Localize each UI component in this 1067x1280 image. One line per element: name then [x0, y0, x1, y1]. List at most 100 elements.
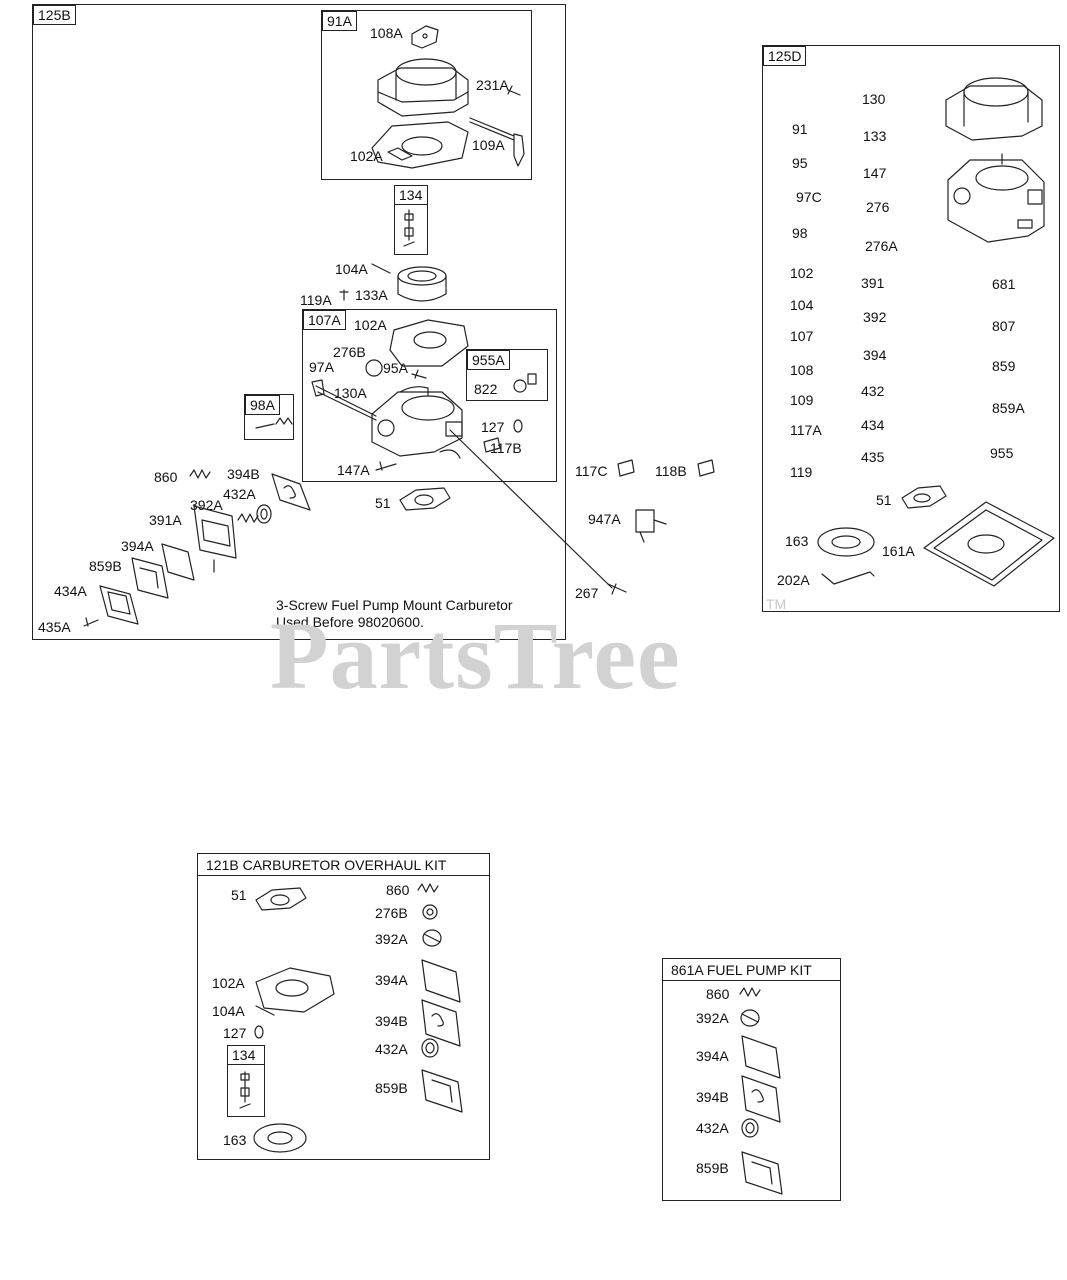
part-label: 860 — [386, 882, 410, 898]
part-label: 859B — [696, 1160, 729, 1176]
carburetor-upper-body-icon — [378, 59, 468, 116]
diaphragm-icon — [742, 1076, 780, 1122]
group-134-tag: 134 — [395, 186, 427, 205]
throttle-shaft-disc-icon — [412, 26, 438, 48]
gasket-icon — [400, 488, 450, 510]
link-rod-icon — [822, 572, 874, 584]
part-label: 391A — [149, 512, 182, 528]
part-label: 119A — [300, 292, 332, 308]
part-label: 98 — [792, 225, 808, 241]
spring-cup-icon — [741, 1010, 759, 1026]
part-label: 947A — [588, 511, 621, 527]
screw-icon — [412, 370, 426, 378]
part-label: 434A — [54, 583, 87, 599]
seat-icon — [423, 905, 437, 919]
part-label: 859A — [992, 400, 1025, 416]
panel-125d — [762, 45, 1060, 612]
part-label: 95A — [383, 360, 408, 376]
screw-icon — [340, 290, 348, 300]
gasket-icon — [742, 1152, 782, 1194]
spring-cup-icon — [238, 514, 258, 522]
part-label: 807 — [992, 318, 1016, 334]
part-label: 859B — [375, 1080, 408, 1096]
part-label: 130A — [334, 385, 367, 401]
part-label: 434 — [861, 417, 885, 433]
gasket-icon — [256, 888, 306, 910]
part-label: 109 — [790, 392, 814, 408]
part-label: 127 — [481, 419, 505, 435]
throttle-lever-icon — [470, 118, 524, 166]
part-label: 394A — [121, 538, 154, 554]
group-955a — [466, 349, 548, 401]
cup-seal-icon — [257, 505, 271, 523]
trademark: TM — [766, 596, 787, 612]
part-label: 392A — [696, 1010, 729, 1026]
float-bowl-tray-icon — [924, 502, 1054, 586]
part-label: 860 — [706, 986, 730, 1002]
part-label: 859B — [89, 558, 122, 574]
part-label: 392A — [375, 931, 408, 947]
part-label: 432A — [375, 1041, 408, 1057]
fitting-icon — [484, 438, 500, 452]
part-label: 133 — [863, 128, 887, 144]
part-label: 435A — [38, 619, 71, 635]
part-label: 117B — [490, 440, 522, 456]
panel-125d-tag: 125D — [763, 46, 807, 66]
part-label: 102A — [354, 317, 387, 333]
inlet-needle-icon — [240, 1072, 250, 1108]
part-label: 276 — [866, 199, 890, 215]
group-91a-tag: 91A — [322, 11, 357, 31]
gasket-icon — [256, 968, 334, 1012]
part-label: 392A — [190, 497, 223, 513]
part-label: 432A — [696, 1120, 729, 1136]
part-label: 51 — [375, 495, 391, 511]
part-label: 394B — [375, 1013, 408, 1029]
part-label: 117C — [575, 463, 608, 479]
diaphragm-icon — [272, 474, 310, 510]
part-label: 276B — [333, 344, 366, 360]
part-label: 51 — [876, 492, 892, 508]
gasket-icon — [422, 1070, 462, 1112]
cup-seal-icon — [742, 1119, 758, 1137]
part-label: 202A — [777, 572, 810, 588]
part-label: 267 — [575, 585, 599, 601]
gasket-icon — [902, 486, 946, 508]
group-107a — [302, 309, 557, 482]
part-label: 130 — [862, 91, 886, 107]
screw-icon — [84, 618, 98, 626]
kit-861a: 861A FUEL PUMP KIT — [662, 958, 841, 1201]
screw-icon — [376, 462, 396, 470]
carburetor-body-icon — [948, 154, 1044, 242]
group-134 — [394, 185, 428, 255]
part-label: 392 — [863, 309, 887, 325]
gasket-icon — [390, 320, 468, 366]
part-label: 102A — [350, 148, 383, 164]
part-label: 107 — [790, 328, 814, 344]
gasket-icon — [132, 558, 168, 598]
part-label: 276B — [375, 905, 408, 921]
pump-cover-icon — [100, 586, 138, 624]
part-label: 97A — [309, 359, 334, 375]
carburetor-body-icon — [372, 387, 462, 458]
panel-125b-tag: 125B — [33, 5, 76, 25]
pin-icon — [372, 264, 390, 273]
diaphragm-icon — [422, 960, 460, 1002]
cup-seal-icon — [422, 1039, 438, 1057]
fitting-icon — [618, 460, 634, 476]
gasket-icon — [254, 1124, 306, 1152]
o-ring-icon — [514, 420, 522, 432]
fitment-note-line1: 3-Screw Fuel Pump Mount Carburetor — [276, 597, 513, 613]
part-label: 102 — [790, 265, 814, 281]
part-label: 108A — [370, 25, 403, 41]
part-label: 394 — [863, 347, 887, 363]
part-label: 117A — [790, 422, 822, 438]
part-label: 133A — [355, 287, 388, 303]
group-91a — [321, 10, 532, 180]
part-label: 95 — [792, 155, 808, 171]
spring-icon — [418, 884, 438, 892]
plug-screw-icon — [514, 374, 536, 392]
panel-125b — [32, 4, 566, 640]
spring-cup-icon — [423, 930, 441, 946]
part-label: 391 — [861, 275, 885, 291]
kit-121b: 121B CARBURETOR OVERHAUL KIT — [197, 853, 490, 1160]
